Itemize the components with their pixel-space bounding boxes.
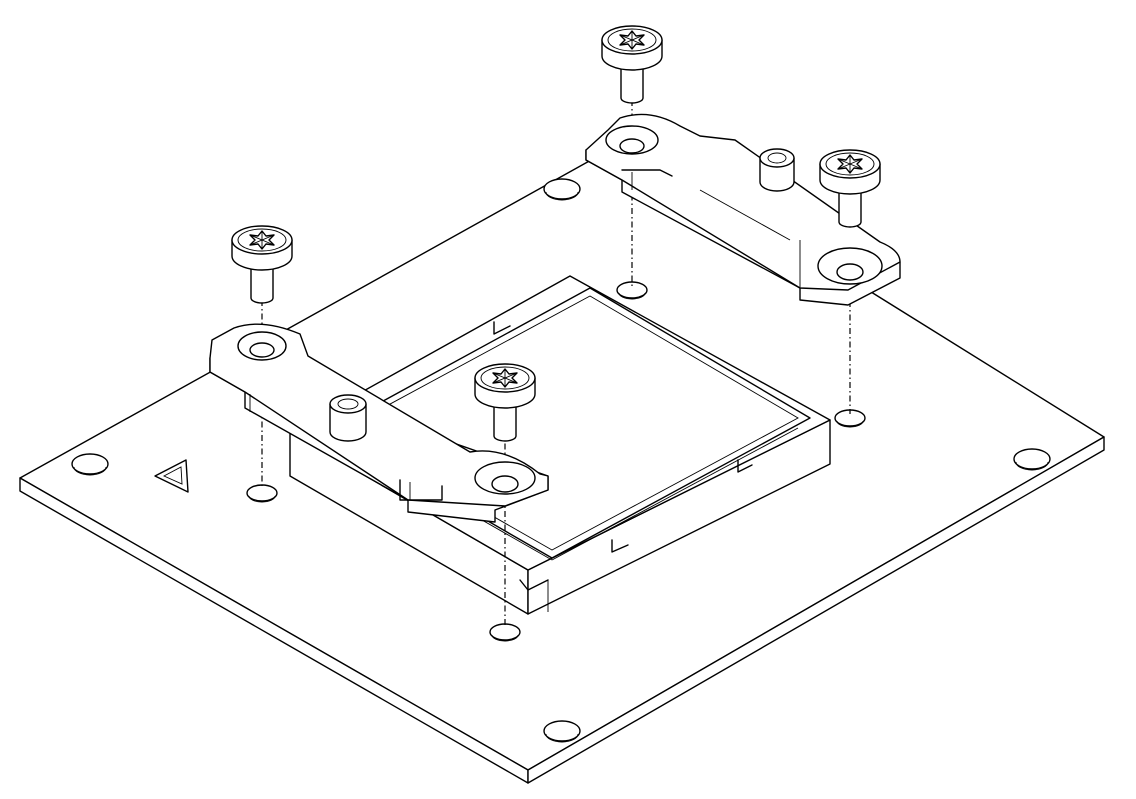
plate-mounting-holes	[71, 178, 1051, 743]
bracket-alignment-pin	[759, 148, 795, 192]
retention-bracket-left	[209, 323, 549, 523]
screw-left-bracket-near	[231, 225, 293, 304]
mounting-hole	[1013, 448, 1051, 471]
mounting-hole	[543, 720, 581, 743]
plate-right-edge	[527, 436, 1105, 784]
bracket-alignment-pin	[329, 394, 367, 442]
screw-hole	[489, 623, 521, 642]
bracket-top-face	[209, 323, 549, 507]
mounting-hole	[543, 178, 581, 201]
retention-bracket-right	[585, 113, 901, 306]
bracket-top-face	[585, 113, 901, 291]
mounting-hole	[71, 453, 109, 476]
screw-right-bracket-near	[601, 25, 663, 104]
screw-hole	[616, 281, 648, 300]
screw-hole	[246, 484, 278, 503]
triangle-icon	[154, 459, 189, 493]
